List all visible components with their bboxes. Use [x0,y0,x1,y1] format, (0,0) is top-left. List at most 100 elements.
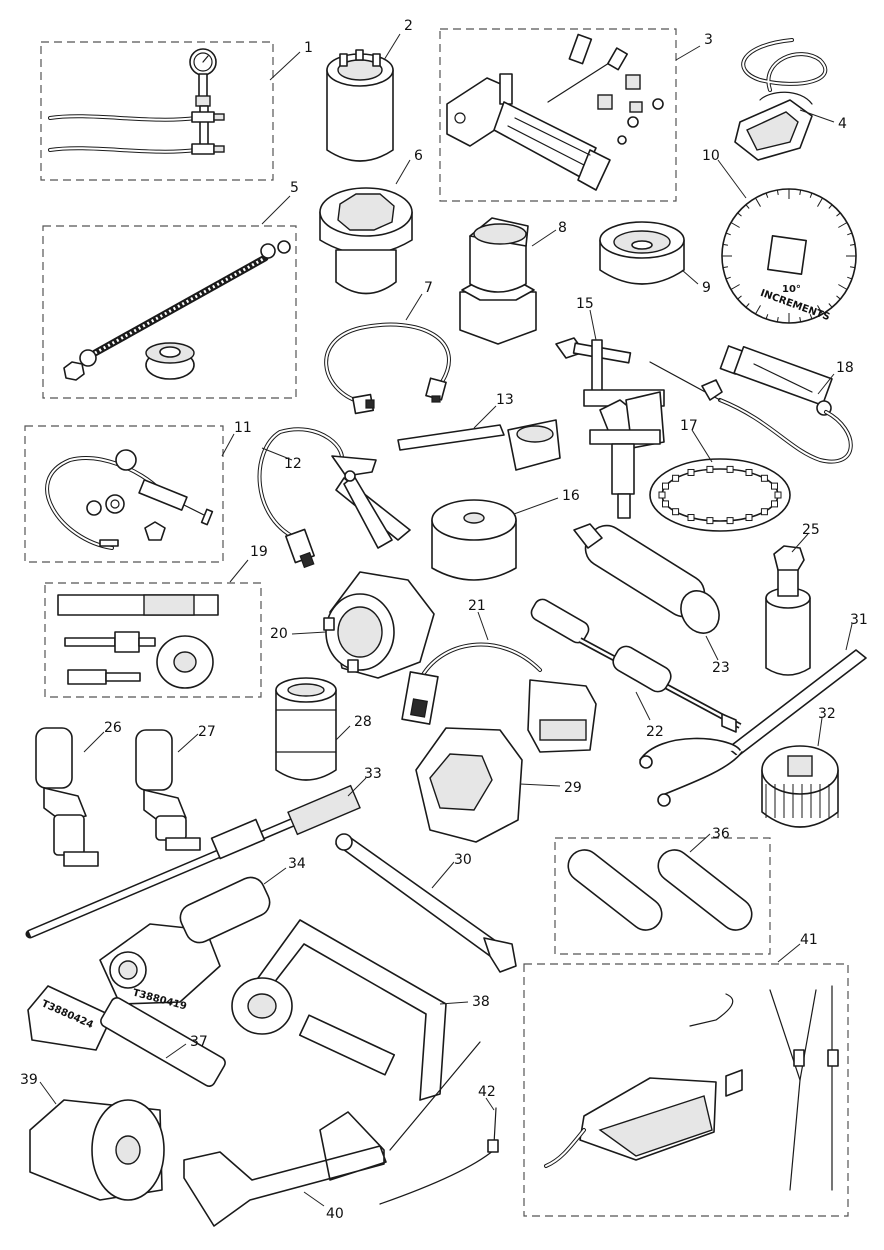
ring-tooth [706,517,714,525]
callout-30: 30 [454,852,472,868]
degree-wheel-tick [836,212,841,217]
tool-8-adaptor [459,217,537,345]
group-box-36 [554,837,771,955]
degree-wheel-tick [722,243,729,246]
callout-6: 6 [414,148,423,164]
tool-4-diagnostic-interface [734,38,828,161]
tool-32-filter-wrench [761,745,839,828]
callout-29: 29 [564,780,582,796]
callout-19: 19 [250,544,268,560]
tool-41-diagnostic-kit [544,985,839,1191]
group-box-41 [523,963,849,1217]
filter-flutes [765,784,839,818]
degree-wheel-tick [836,295,841,300]
ring-tooth [658,491,666,499]
degree-wheel-tick [730,284,740,290]
degree-wheel-tick [849,266,856,269]
callout-39: 39 [20,1072,38,1088]
tool-26-driver [35,727,99,867]
callout-11: 11 [234,420,252,436]
ring-tooth [706,465,714,473]
tool-30-spanner [335,833,517,973]
degree-wheel-tick [730,222,740,228]
callout-32: 32 [818,706,836,722]
tool-17-ring [649,458,791,532]
group-box-3 [439,28,677,202]
tool-9-cup [599,221,685,285]
callout-8: 8 [558,220,567,236]
ring-tooth [760,474,768,482]
callout-9: 9 [702,280,711,296]
callout-18: 18 [836,360,854,376]
callout-1: 1 [304,40,313,56]
tool-6-large-socket [319,187,413,295]
ring-tooth [661,482,669,490]
tool-7-connector-lead [324,322,451,415]
degree-wheel-tick [847,276,853,280]
tool-1-pressure-gauge-kit [48,48,225,155]
ring-teeth [658,465,782,525]
ring-tooth [661,500,669,508]
tool-16-cap [431,499,517,581]
tool-27-driver [135,729,201,851]
degree-wheel-tick [817,305,823,315]
degree-wheel-tick [737,295,742,300]
tool-25-driver [765,545,811,676]
callout-20: 20 [270,626,288,642]
tool-11-tester-kit [45,449,214,550]
callout-2: 2 [404,18,413,34]
ring-tooth [774,491,782,499]
callout-31: 31 [850,612,868,628]
tool-37-drift: T3880424 [27,985,226,1087]
degree-wheel-tick [776,189,779,196]
degree-wheel-tick [799,189,802,196]
group-box-11 [24,425,224,563]
callout-42: 42 [478,1084,496,1100]
ring-tooth [760,508,768,516]
group-box-1 [40,41,274,181]
tool-12-clamp-pliers [257,427,411,569]
group-box-19 [44,582,262,698]
tool-13-spanner [397,419,561,471]
tool-38-clamp [231,919,481,1151]
degree-wheel-tick [745,303,750,308]
ring-tooth [771,500,779,508]
tool-33-bar [25,784,361,939]
callout-34: 34 [288,856,306,872]
ring-tooth [745,468,753,476]
degree-wheel-tick [722,266,729,269]
callout-5: 5 [290,180,299,196]
callout-25: 25 [802,522,820,538]
tool-31-pin-wrench [639,649,867,807]
callout-17: 17 [680,418,698,434]
callout-15: 15 [576,296,594,312]
ring-tooth [745,514,753,522]
tool-10-degree-wheel: 10° INCREMENTS [721,188,857,324]
degree-wheel-tick [745,204,750,209]
callout-21: 21 [468,598,486,614]
callout-3: 3 [704,32,713,48]
degree-wheel-tick [828,204,833,209]
tool-18-syringe [649,345,853,464]
tool-39-holder [29,1099,165,1201]
callout-27: 27 [198,724,216,740]
callout-36: 36 [712,826,730,842]
callout-numbers: 1 2 3 4 5 6 7 8 9 10 11 12 13 15 16 17 1… [20,18,868,1222]
tool-36-rollers [567,849,753,931]
degree-wheel-tick [809,192,813,198]
degree-wheel-tick [755,305,761,315]
tool-20-castellated-socket [323,571,435,679]
ring-tooth [687,468,695,476]
degree-wheel-ticks [722,189,856,323]
degree-wheel-tick [725,276,731,280]
degree-wheel-tick [809,314,813,320]
callout-40: 40 [326,1206,344,1222]
tool-28-sleeve [275,677,337,781]
tool-15-compressor [555,337,665,519]
group-box-5 [42,225,297,399]
tool-23-adaptor [573,523,720,634]
ring-tooth [726,465,734,473]
tool-42-probe-lead [379,1107,499,1205]
ring-tooth [726,517,734,525]
